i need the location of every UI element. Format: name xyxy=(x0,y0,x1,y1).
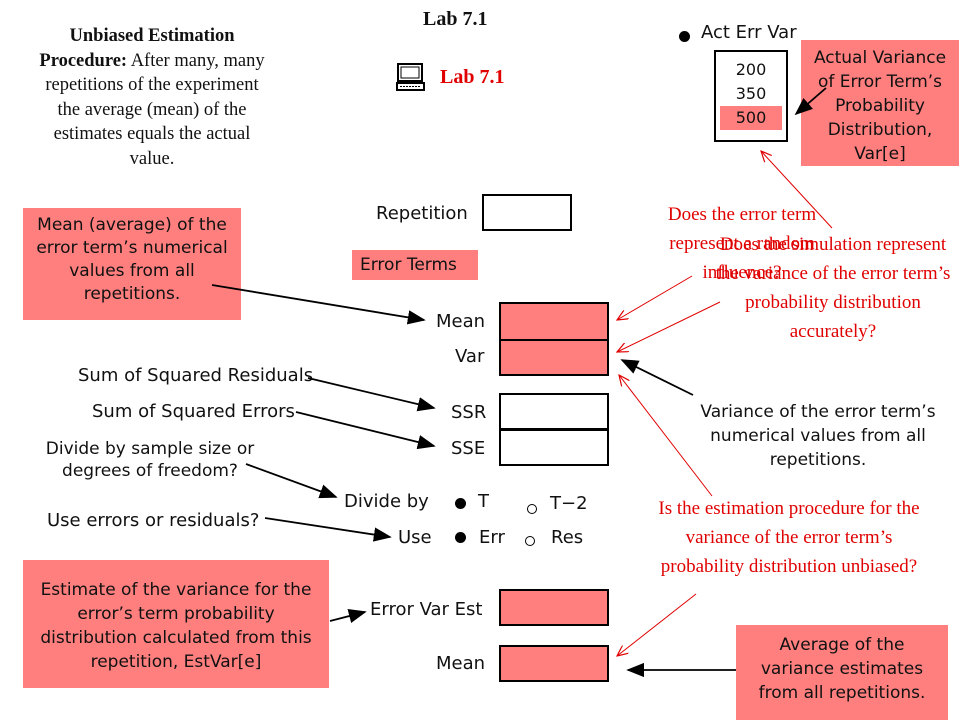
lab-link-label[interactable]: Lab 7.1 xyxy=(440,65,505,88)
mean-estimates-field[interactable] xyxy=(499,645,609,682)
divide-radio-t[interactable] xyxy=(455,498,466,509)
divide-question: Divide by sample size or degrees of free… xyxy=(45,439,255,481)
question-unbiased: Is the estimation procedure for the vari… xyxy=(658,498,920,577)
act-err-var-label: Act Err Var xyxy=(701,22,797,43)
divide-by-label: Divide by xyxy=(344,491,429,512)
arrow-mean xyxy=(211,284,426,325)
note-average-estimates: Average of the variance estimates from a… xyxy=(736,625,948,720)
lab-link[interactable]: Lab 7.1 xyxy=(396,62,504,92)
act-err-var-bullet xyxy=(679,31,690,42)
ssr-field[interactable] xyxy=(499,393,609,430)
divide-radio-t2[interactable] xyxy=(527,504,537,514)
arrow-sse xyxy=(295,411,436,450)
note-estimate-variance: Estimate of the variance for the error’s… xyxy=(23,560,329,688)
sse-field[interactable] xyxy=(499,429,609,466)
act-err-var-option[interactable]: 200 xyxy=(735,60,767,79)
use-question: Use errors or residuals? xyxy=(47,510,260,531)
arrow-use xyxy=(264,517,392,542)
arrow-q-unbiased-mean xyxy=(617,593,697,656)
intro-heading: Unbiased Estimation Procedure: xyxy=(39,26,235,71)
arrow-ssr xyxy=(307,377,436,412)
arrow-estimate xyxy=(329,609,367,624)
use-label: Use xyxy=(398,527,432,548)
question-simulation: Does the simulation represent the varian… xyxy=(715,234,951,342)
divide-option-t[interactable]: T xyxy=(478,491,489,512)
page-title: Lab 7.1 xyxy=(423,8,488,30)
sse-label: SSE xyxy=(451,438,486,459)
ssr-long-label: Sum of Squared Residuals xyxy=(78,365,314,386)
note-variance-error-terms: Variance of the error term’s numerical v… xyxy=(700,402,936,470)
var-label: Var xyxy=(455,346,485,367)
arrow-q-sim-var xyxy=(617,301,721,352)
ssr-label: SSR xyxy=(451,402,487,423)
error-var-est-field[interactable] xyxy=(499,589,609,626)
act-err-var-option[interactable]: 350 xyxy=(735,84,767,103)
computer-icon xyxy=(396,62,426,92)
intro-text: Unbiased Estimation Procedure: After man… xyxy=(32,24,272,171)
mean-estimates-label: Mean xyxy=(436,653,486,674)
repetition-field[interactable] xyxy=(482,194,572,231)
var-field[interactable] xyxy=(499,339,609,376)
use-radio-res[interactable] xyxy=(525,536,535,546)
error-var-est-label: Error Var Est xyxy=(370,599,483,620)
divide-option-t2[interactable]: T−2 xyxy=(550,493,588,514)
note-mean-error-terms: Mean (average) of the error term’s numer… xyxy=(23,208,241,320)
mean-label: Mean xyxy=(436,311,486,332)
note-actual-variance: Actual Variance of Error Term’s Probabil… xyxy=(801,40,959,166)
use-radio-err[interactable] xyxy=(455,532,466,543)
arrow-var xyxy=(620,359,694,396)
intro-body: After many, many repetitions of the expe… xyxy=(45,50,265,169)
use-option-err[interactable]: Err xyxy=(479,527,505,548)
use-option-res[interactable]: Res xyxy=(551,527,584,548)
mean-field[interactable] xyxy=(499,302,609,341)
error-terms-header: Error Terms xyxy=(352,250,478,280)
act-err-var-listbox[interactable]: 200 350 500 xyxy=(714,50,788,142)
sse-long-label: Sum of Squared Errors xyxy=(92,401,295,422)
repetition-label: Repetition xyxy=(376,203,468,224)
act-err-var-option-selected[interactable]: 500 xyxy=(720,106,782,130)
